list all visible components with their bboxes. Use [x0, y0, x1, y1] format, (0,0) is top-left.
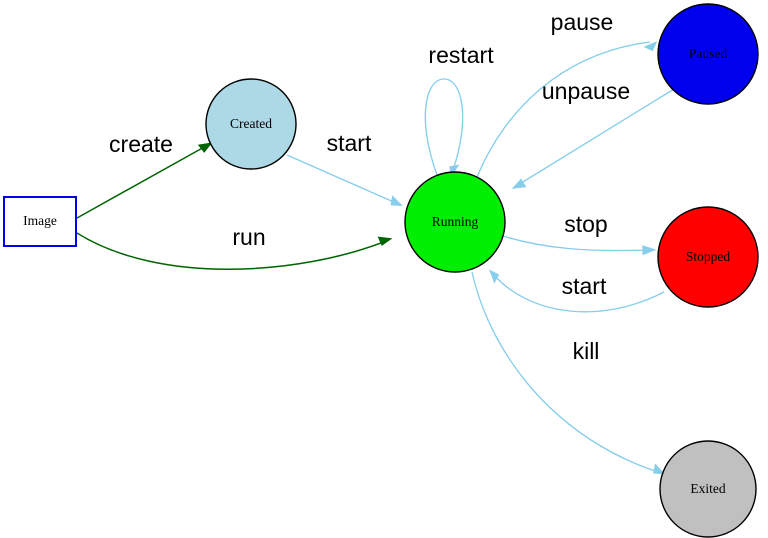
- edge-label-start-stopped: start: [562, 273, 607, 299]
- edge-label-start-created: start: [327, 130, 372, 156]
- edge-start-stopped[interactable]: [489, 269, 665, 313]
- edge-label-kill: kill: [573, 338, 600, 364]
- edge-unpause-path: [517, 88, 675, 186]
- edge-run[interactable]: [76, 232, 393, 270]
- edge-create-arrowhead: [197, 142, 213, 153]
- edge-kill-path: [471, 271, 659, 473]
- edge-create[interactable]: [76, 142, 213, 219]
- edge-pause[interactable]: [476, 41, 658, 178]
- edge-label-unpause: unpause: [542, 78, 630, 104]
- edge-label-restart: restart: [428, 42, 494, 68]
- node-image[interactable]: Image: [3, 196, 77, 247]
- node-image-shape: [3, 196, 77, 247]
- edge-stop-arrowhead: [642, 245, 657, 256]
- edge-label-stop: stop: [564, 211, 607, 237]
- node-group: Image Created Running Paused Stopped: [3, 3, 759, 538]
- edge-stop[interactable]: [502, 235, 657, 256]
- edge-start-stopped-arrowhead: [489, 269, 500, 284]
- edge-kill-arrowhead: [653, 463, 666, 475]
- edge-pause-path: [476, 41, 651, 178]
- node-exited-shape: [659, 440, 757, 538]
- edge-run-path: [76, 232, 387, 270]
- node-created[interactable]: Created: [205, 78, 297, 170]
- node-created-label: Created: [230, 116, 272, 131]
- edge-label-pause: pause: [551, 9, 614, 35]
- edge-run-arrowhead: [377, 236, 393, 246]
- node-paused-label: Paused: [689, 46, 727, 61]
- node-running-shape: [404, 171, 506, 273]
- edge-label-run: run: [232, 224, 265, 250]
- edge-stop-path: [502, 235, 650, 252]
- node-running[interactable]: Running: [404, 171, 506, 273]
- edge-pause-arrowhead: [643, 41, 658, 52]
- edge-start-stopped-path: [493, 274, 665, 313]
- edge-restart-path: [424, 78, 464, 176]
- edge-start-created-path: [286, 154, 397, 204]
- node-stopped-shape: [657, 206, 759, 308]
- node-exited-label: Exited: [690, 481, 725, 496]
- node-stopped-label: Stopped: [686, 249, 731, 264]
- edge-start-created-arrowhead: [390, 195, 403, 206]
- node-exited[interactable]: Exited: [659, 440, 757, 538]
- node-stopped[interactable]: Stopped: [657, 206, 759, 308]
- node-created-shape: [205, 78, 297, 170]
- edge-kill[interactable]: [471, 271, 666, 475]
- node-running-label: Running: [432, 214, 479, 229]
- node-image-label: Image: [23, 213, 57, 228]
- edge-label-create: create: [109, 131, 173, 157]
- edge-label-group: create run start restart pause unpause s…: [109, 9, 630, 364]
- node-paused-shape: [657, 3, 759, 105]
- edge-create-path: [76, 145, 207, 219]
- node-paused[interactable]: Paused: [657, 3, 759, 105]
- edge-group: [76, 41, 675, 475]
- edge-unpause-arrowhead: [511, 178, 527, 189]
- edge-restart[interactable]: [424, 78, 464, 177]
- edge-start-created[interactable]: [286, 154, 403, 206]
- edge-unpause[interactable]: [511, 88, 675, 189]
